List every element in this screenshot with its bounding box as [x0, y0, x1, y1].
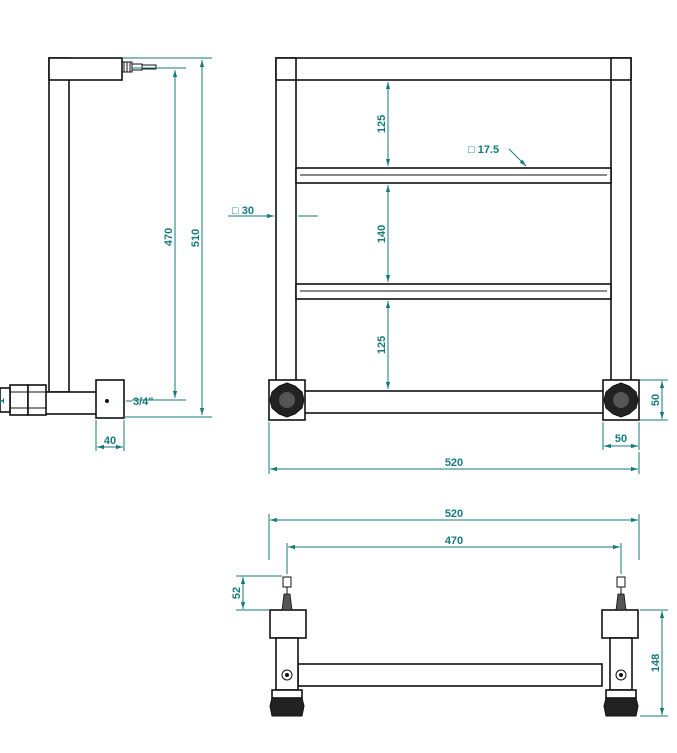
side-view: 470 510 3/4" 40 1: [0, 57, 212, 451]
front-dim-50-width: 50: [615, 433, 627, 445]
front-top-bar: [275, 57, 632, 81]
front-frame-profile-label: □ 30: [232, 205, 254, 217]
side-fitting-block: [95, 379, 125, 419]
side-vertical-tube: [48, 57, 70, 393]
side-dim-510: 510: [190, 229, 202, 247]
side-dim-470: 470: [163, 228, 175, 246]
side-fitting-dot: [105, 399, 109, 403]
front-right-valve-knob: [602, 379, 640, 421]
front-left-upright: [275, 57, 297, 415]
front-rail-lower: [295, 283, 612, 300]
side-bottom-tube: [44, 391, 98, 415]
top-view: 520 470 52 148: [231, 508, 668, 717]
side-dim-connector: 3/4": [133, 396, 154, 408]
side-dim-40: 40: [104, 435, 116, 447]
front-view: 125 140 125 □ 17.5 □ 30 50 50 520: [228, 57, 668, 474]
front-dim-125-bottom: 125: [376, 336, 388, 354]
top-dim-520: 520: [445, 508, 463, 520]
top-dim-148: 148: [650, 654, 662, 672]
front-rail-profile-label: □ 17.5: [468, 144, 499, 156]
front-dim-125-top: 125: [376, 115, 388, 133]
side-valve-nut: [0, 384, 47, 416]
front-dim-140: 140: [376, 225, 388, 243]
front-rail-upper: [295, 167, 612, 184]
front-dim-50-height: 50: [650, 394, 662, 406]
top-dim-470: 470: [445, 535, 463, 547]
front-bottom-bar: [275, 390, 632, 414]
top-right-assembly: [601, 576, 639, 717]
side-plug: [121, 61, 157, 73]
top-connecting-bar: [297, 663, 603, 687]
top-dim-52: 52: [231, 587, 243, 599]
front-right-upright: [610, 57, 632, 415]
front-dim-520: 520: [445, 457, 463, 469]
side-dim-left: 1: [0, 398, 7, 404]
top-left-assembly: [269, 576, 307, 717]
side-top-bar: [48, 57, 123, 81]
front-left-valve-knob: [268, 379, 306, 421]
